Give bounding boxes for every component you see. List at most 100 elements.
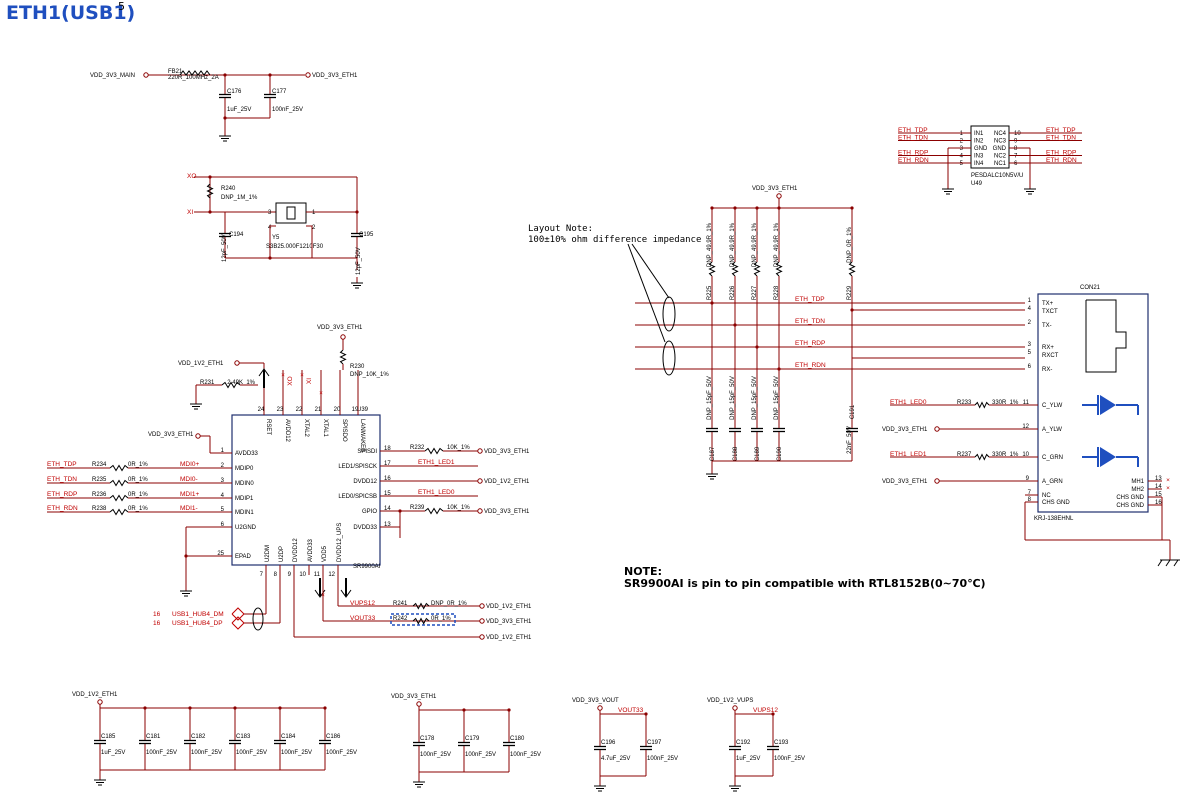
res-value: 10K_1% [447,505,470,511]
pin-number: 1 [1028,298,1032,304]
resistor-symbol [221,381,241,389]
net-label-led: ETH1_LED1 [890,451,927,458]
pin-name: DVDD33 [353,525,377,531]
cap-ref: C189 [755,446,761,461]
pin-number: 23 [277,407,284,413]
net-port-marker [477,478,483,484]
no-connect-mark: × [300,372,304,379]
pin-name: LED0/SPICSB [338,494,377,500]
leader-line [627,243,666,343]
usb-sheet: 16 [153,611,161,618]
res-ref: R240 [221,186,236,192]
resistor-symbol [412,617,430,625]
net-label-led-vdd: VDD_3V3_ETH1 [882,427,928,433]
pin-number: 14 [1155,484,1162,490]
pin-name: AVDD12 [284,419,290,443]
cap-ref: C190 [777,446,783,461]
pin-number: 2 [960,139,964,145]
pin-number: 18 [384,446,391,452]
pin-name: MDIN1 [235,510,254,516]
res-ref: R233 [957,400,972,406]
res-value: 0R_1% [128,492,148,498]
pin-number: 6 [1014,161,1018,167]
pin-name: AVDD33 [235,451,259,457]
net-label-vdd-1v2: VDD_1V2_ETH1 [178,361,224,367]
diff-pair-marker [252,607,264,631]
res-value: 330R_1% [992,400,1019,406]
pin-number: 7 [1028,490,1032,496]
resistor-symbol [775,261,783,277]
pin-number: 4 [960,154,964,160]
usb-port-icon [231,616,245,630]
resistor-symbol [974,453,990,461]
ferrite-symbol [179,70,211,76]
pin-name: SPISDI [357,449,377,455]
net-port-marker [776,193,782,199]
pin-name: XTAL1 [322,419,328,438]
net-label-decoupling-alias: VUPS12 [753,707,778,714]
pin-name: GPIO [362,509,377,515]
res-value: DNP_49.9R_1% [730,222,736,267]
pin-number: 15 [1155,492,1162,498]
arrow-up-icon [258,368,270,377]
pin-number: 12 [1022,424,1029,430]
esd-ref: U49 [971,181,983,187]
junction-dot [771,712,775,716]
dnp-highlight-box [390,613,456,626]
pin-name: SPISDO [341,419,347,442]
resistor-symbol [731,261,739,277]
pin-name: MH2 [1131,487,1144,493]
cap-value: 1uF_25V [101,750,125,756]
net-port-marker [195,433,201,439]
pin-name: IN1 [974,131,984,137]
cap-ref: C186 [326,734,341,740]
res-ref: R234 [92,462,107,468]
pin-name: MDIP0 [235,466,254,472]
net-xo-chip: XO [287,376,294,385]
pin-name: AVDD33 [308,538,314,562]
pin-number: 1 [960,131,964,137]
cap-value: 1uF_25V [736,756,760,762]
cap-value: DNP_15pF_50V [707,376,713,420]
junction-dot [733,206,737,210]
net-label-term: ETH_TDP [795,296,825,303]
pin-number: 5 [960,161,964,167]
junction-dot [233,706,237,710]
pin-name: TX+ [1042,301,1054,307]
net-label-esd: ETH_TDP [898,127,928,134]
junction-dot [710,206,714,210]
cap-value: 100nF_25V [236,750,267,756]
net-label-vdd-3v3-main: VDD_3V3_MAIN [90,73,135,79]
layout-note-line1: Layout Note: [528,224,594,234]
net-label-out: VDD_3V3_ETH1 [486,619,532,625]
chassis-ground-symbol [1173,559,1179,567]
cap-value: DNP_15pF_50V [752,376,758,420]
layout-note-line2: 100±10% ohm difference impedance [528,235,702,245]
cap-ref: C183 [236,734,251,740]
res-value: DNP_49.9R_1% [774,222,780,267]
pin-name: LED1/SPISCK [338,464,377,470]
pin-name: LANWAKEB [359,419,365,452]
pin-number: 14 [384,506,391,512]
net-label-vout: VOUT33 [350,615,376,622]
pin-number: 8 [1014,146,1018,152]
net-port-marker [340,334,346,340]
pin-name: U2DP [279,546,285,562]
resistor-symbol [109,508,129,516]
pin-name: DVDD12 [293,538,299,562]
net-port-marker [234,360,240,366]
res-ref: R232 [410,445,425,451]
net-label-term-vdd: VDD_3V3_ETH1 [752,186,798,192]
pin-name: CHS GND [1116,503,1144,509]
net-label-esd: ETH_RDP [1046,150,1076,157]
cap-ref: C188 [733,446,739,461]
net-label-esd: ETH_TDN [898,135,928,142]
net-label-vdd-top: VDD_3V3_ETH1 [317,325,363,331]
cap-value: 22nF_50V [847,426,853,454]
pin-name: MDIP1 [235,496,254,502]
cap-value: 12pF_50V [356,247,362,275]
cap-value: 100nF_25V [465,752,496,758]
res-ref: R242 [393,616,408,622]
cap-ref: C195 [359,232,374,238]
pin-name: MDIN0 [235,481,254,487]
